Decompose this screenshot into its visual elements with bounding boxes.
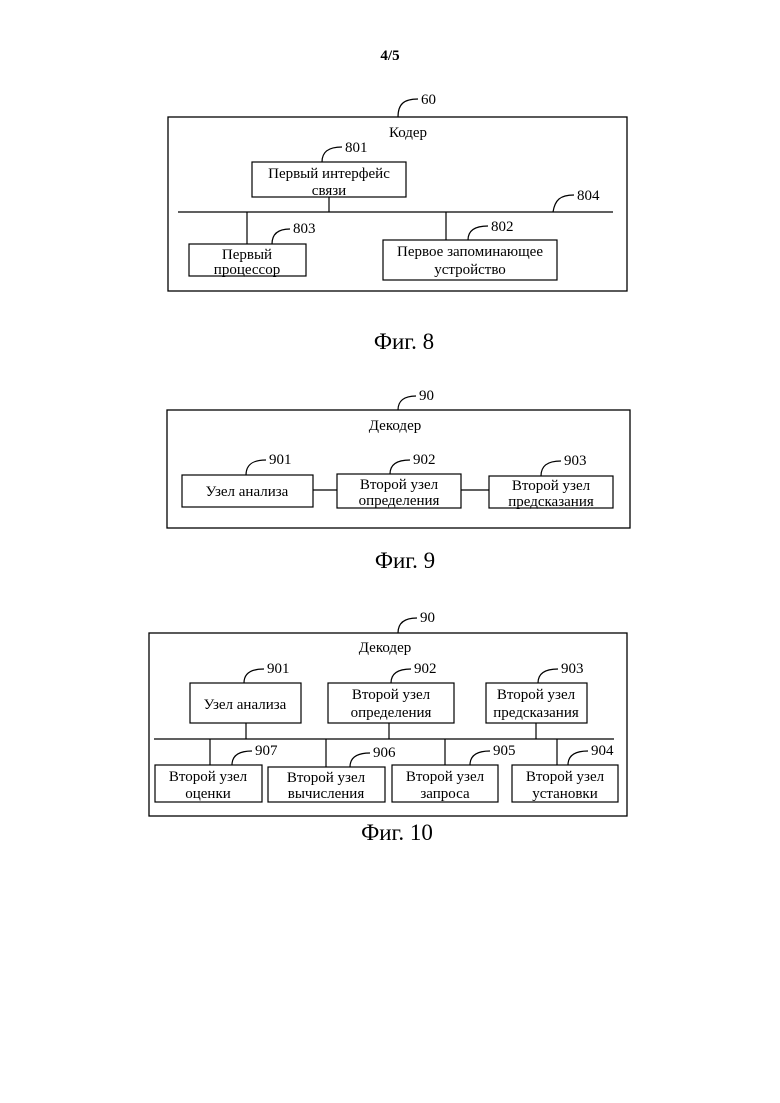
figure-10: 90 Декодер Узел анализа 901 Второй узел …	[149, 610, 627, 845]
processor-label-line1: Первый	[222, 247, 272, 263]
evaluation-line2: оценки	[185, 786, 231, 802]
prediction-10-ref-leader	[538, 669, 558, 683]
computation-line1: Второй узел	[287, 770, 366, 786]
decoder-ref-leader	[398, 396, 416, 410]
query-line1: Второй узел	[406, 769, 485, 785]
analysis-ref-leader	[246, 460, 266, 475]
prediction-label-line1: Второй узел	[512, 478, 591, 494]
query-ref-leader	[470, 751, 490, 765]
analysis-ref: 901	[269, 452, 292, 468]
prediction-10-line1: Второй узел	[497, 687, 576, 703]
prediction-10-line2: предсказания	[493, 705, 579, 721]
decoder-title: Декодер	[369, 418, 421, 434]
figure-10-caption: Фиг. 10	[361, 820, 433, 845]
query-line2: запроса	[420, 786, 470, 802]
determination-ref-leader	[390, 460, 410, 474]
analysis-10-ref: 901	[267, 661, 290, 677]
interface-label-line1: Первый интерфейс	[268, 166, 390, 182]
encoder-ref: 60	[421, 92, 436, 108]
prediction-label-line2: предсказания	[508, 494, 594, 510]
decoder-10-ref-leader	[398, 618, 417, 633]
bus-ref: 804	[577, 188, 600, 204]
evaluation-line1: Второй узел	[169, 769, 248, 785]
memory-label-line2: устройство	[434, 262, 506, 278]
interface-ref-leader	[322, 147, 342, 162]
processor-ref-leader	[272, 229, 290, 244]
figure-9: 90 Декодер Узел анализа 901 Второй узел …	[167, 388, 630, 573]
setting-ref-leader	[568, 751, 588, 765]
query-ref: 905	[493, 743, 516, 759]
encoder-title: Кодер	[389, 125, 427, 141]
figure-9-caption: Фиг. 9	[375, 548, 435, 573]
decoder-ref: 90	[419, 388, 434, 404]
computation-ref-leader	[350, 753, 370, 767]
evaluation-ref-leader	[232, 751, 252, 765]
encoder-ref-leader	[398, 99, 418, 117]
determination-label-line1: Второй узел	[360, 477, 439, 493]
prediction-ref-leader	[541, 461, 561, 476]
prediction-10-ref: 903	[561, 661, 584, 677]
memory-label-line1: Первое запоминающее	[397, 244, 543, 260]
determination-10-ref-leader	[391, 669, 411, 683]
determination-10-ref: 902	[414, 661, 437, 677]
page-number: 4/5	[380, 48, 399, 64]
decoder-10-ref: 90	[420, 610, 435, 626]
setting-ref: 904	[591, 743, 614, 759]
processor-label-line2: процессор	[214, 262, 280, 278]
prediction-ref: 903	[564, 453, 587, 469]
setting-line1: Второй узел	[526, 769, 605, 785]
figure-8-caption: Фиг. 8	[374, 329, 434, 354]
memory-ref: 802	[491, 219, 514, 235]
computation-line2: вычисления	[288, 786, 365, 802]
bus-ref-leader	[553, 195, 574, 212]
figure-8: 60 Кодер 804 Первый интерфейс связи 801 …	[168, 92, 627, 354]
interface-label-line2: связи	[312, 183, 346, 199]
analysis-node-label: Узел анализа	[206, 484, 289, 500]
analysis-10-ref-leader	[244, 669, 264, 683]
determination-label-line2: определения	[359, 493, 440, 509]
determination-ref: 902	[413, 452, 436, 468]
evaluation-ref: 907	[255, 743, 278, 759]
determination-10-line2: определения	[351, 705, 432, 721]
determination-10-line1: Второй узел	[352, 687, 431, 703]
setting-line2: установки	[532, 786, 597, 802]
analysis-10-label: Узел анализа	[204, 697, 287, 713]
computation-ref: 906	[373, 745, 396, 761]
interface-ref: 801	[345, 140, 368, 156]
decoder-10-title: Декодер	[359, 640, 411, 656]
memory-ref-leader	[468, 226, 488, 240]
processor-ref: 803	[293, 221, 316, 237]
